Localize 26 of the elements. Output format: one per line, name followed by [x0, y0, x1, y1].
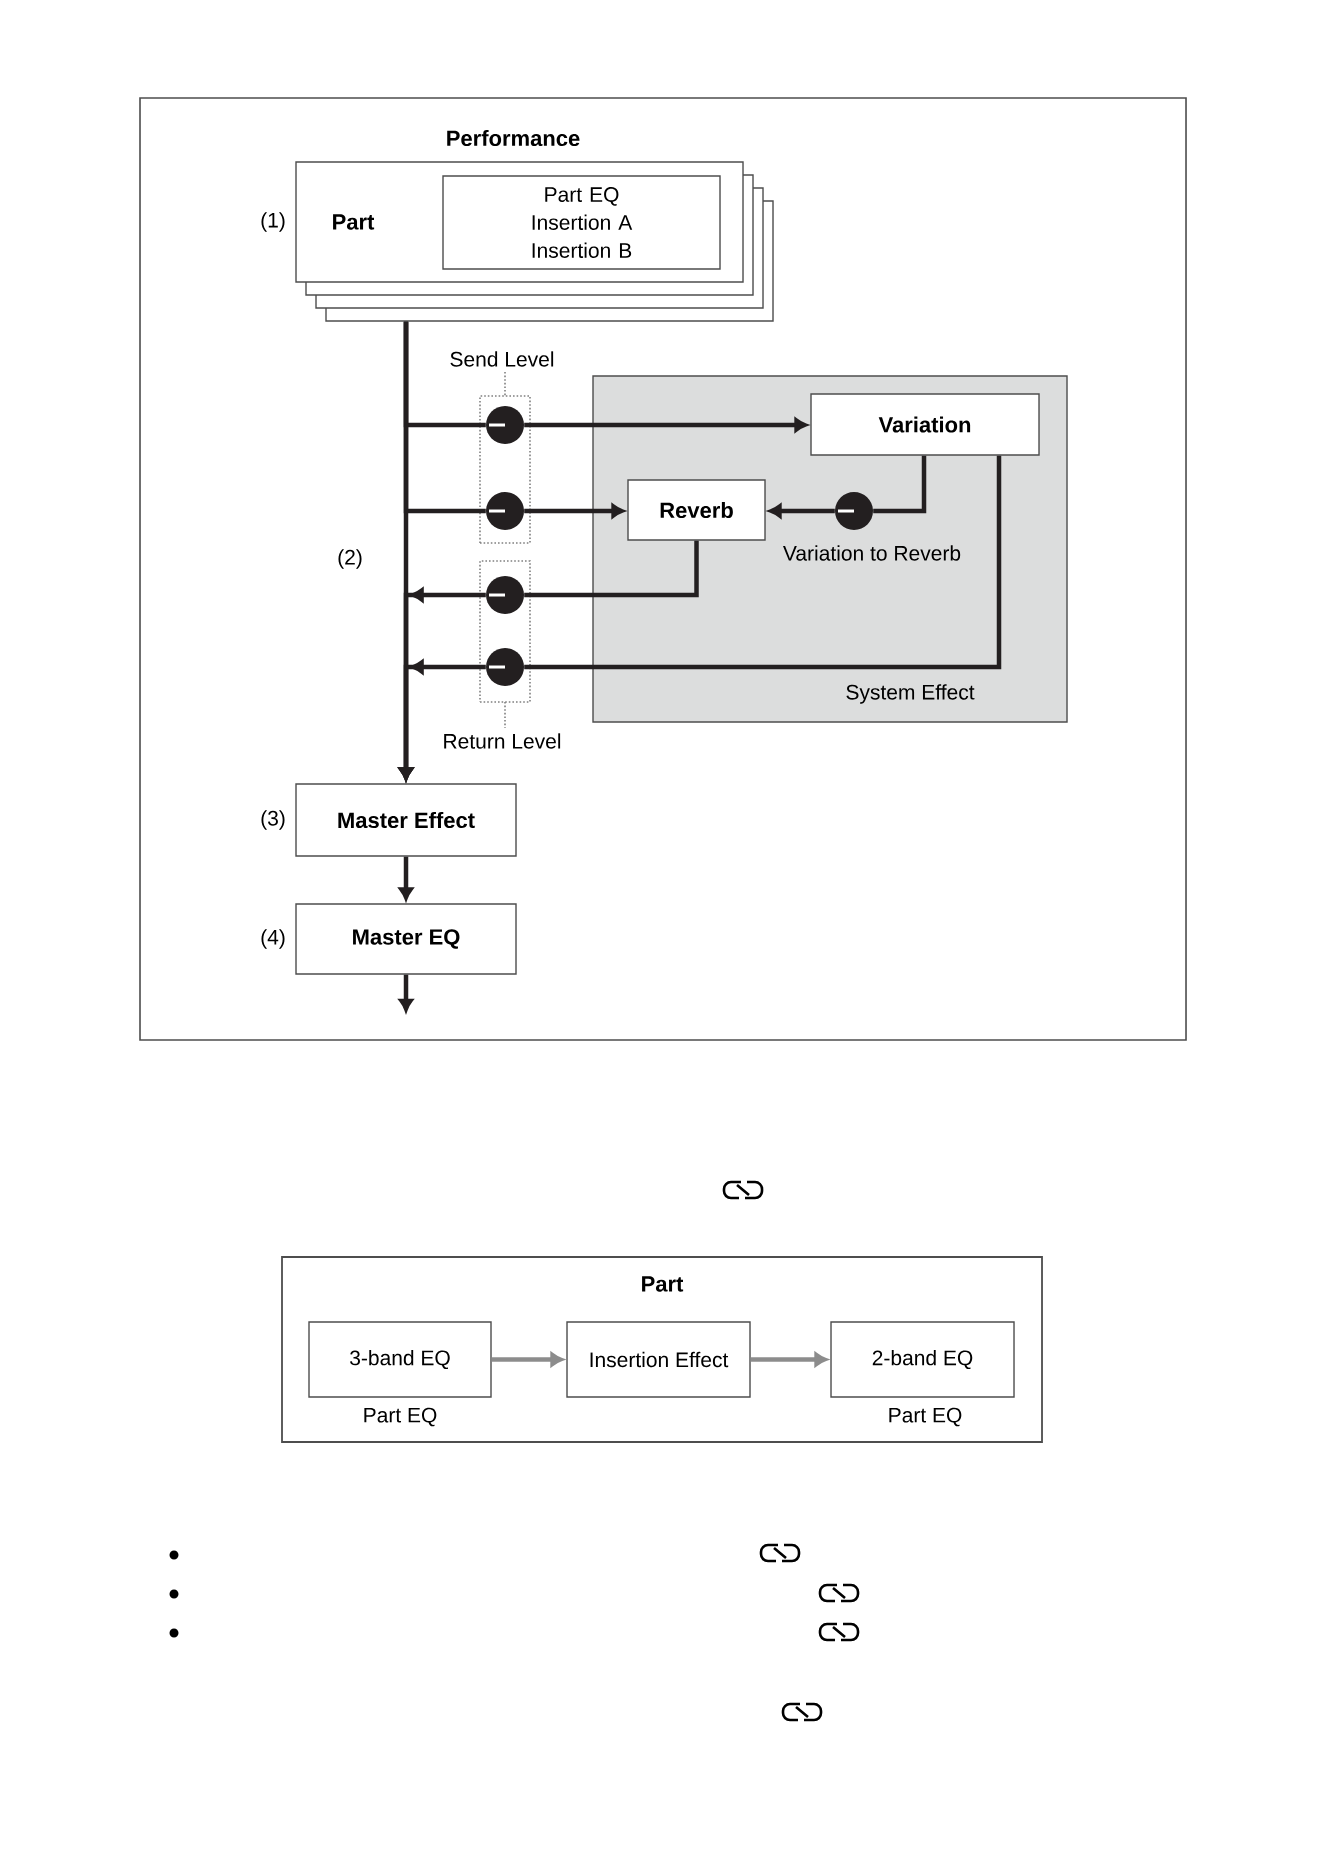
- process-box: Insertion Effect: [566, 1321, 751, 1398]
- box-caption: Part EQ: [889, 1407, 962, 1427]
- arrow: [491, 1352, 564, 1367]
- process-box: 2-band EQ: [830, 1321, 1015, 1398]
- arrow: [524, 503, 625, 519]
- arrow: [398, 321, 414, 781]
- process-box: Variation: [810, 393, 1040, 456]
- process-box: 3-band EQ: [308, 1321, 492, 1398]
- box-label: System Effect: [846, 684, 975, 704]
- box-caption: Variation to Reverb: [783, 545, 961, 561]
- process-box: Master Effect: [295, 783, 517, 857]
- box-heading: Part: [642, 1276, 684, 1292]
- arrow: [398, 974, 414, 1012]
- callout-number: (2): [338, 549, 362, 569]
- box-heading: Performance: [447, 129, 580, 147]
- callout-number: (1): [261, 212, 285, 232]
- box-label: Send Level: [450, 351, 554, 367]
- process-box: Reverb: [627, 479, 766, 541]
- process-box: Master EQ: [295, 903, 517, 975]
- callout-number: (3): [261, 810, 285, 830]
- box-label: Return Level: [444, 733, 561, 749]
- box-caption: Part EQ: [364, 1407, 437, 1427]
- arrow: [398, 856, 414, 901]
- arrow: [768, 503, 835, 519]
- arrow: [524, 417, 808, 433]
- callout-number: (4): [261, 929, 285, 949]
